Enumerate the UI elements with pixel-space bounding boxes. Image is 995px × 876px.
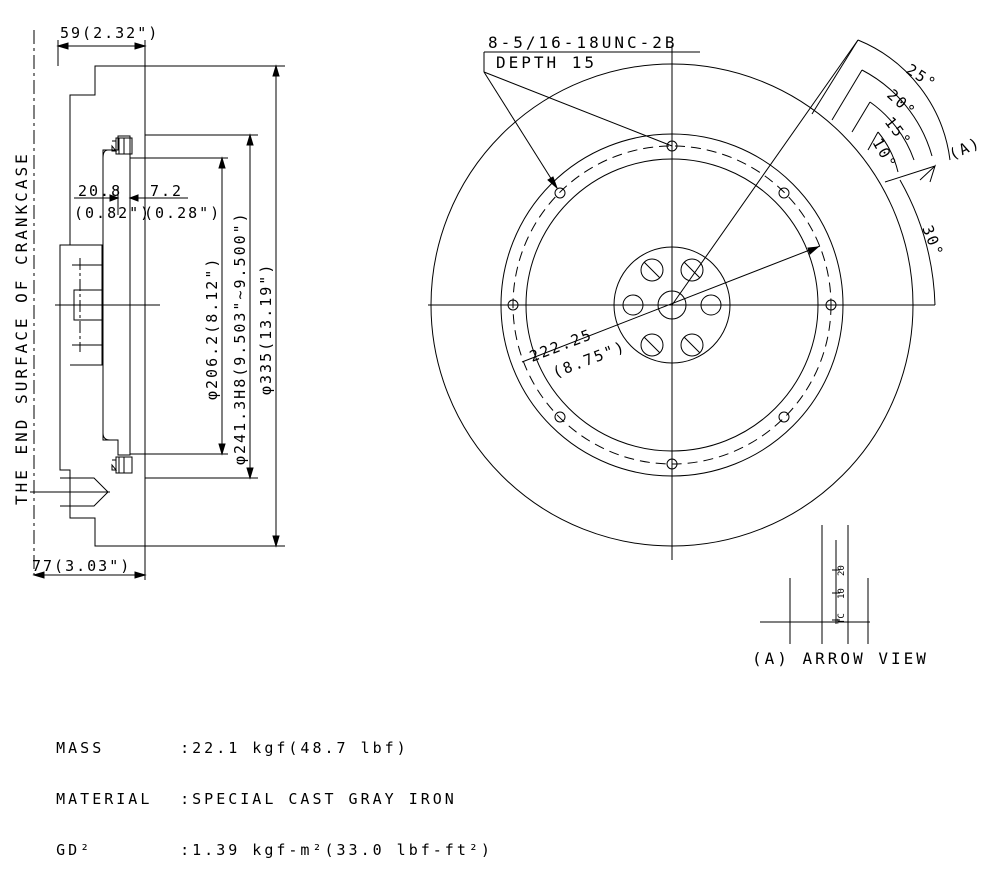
hub-hole-hatch — [643, 261, 701, 354]
material-row: MATERIAL :SPECIAL CAST GRAY IRON — [8, 774, 493, 825]
mass-key: MASS — [56, 739, 105, 757]
hub-hole — [640, 333, 664, 357]
front-view — [428, 39, 951, 560]
hub-outline — [613, 246, 731, 364]
angle-ray-10 — [867, 131, 879, 151]
tick-tc-label: TC — [837, 613, 847, 624]
depth-label: DEPTH 15 — [496, 53, 597, 72]
dia206-label: φ206.2(8.12") — [203, 257, 221, 400]
tick-10-label: 10 — [837, 588, 847, 599]
dia335-label: φ335(13.19") — [257, 263, 275, 395]
gd2-row: GD² :1.39 kgf-m²(33.0 lbf-ft²) — [8, 825, 493, 876]
pcd-arrow — [807, 246, 820, 255]
hub-hole — [680, 333, 704, 357]
angle-arc-25 — [857, 39, 951, 161]
bolt-hole — [666, 458, 678, 470]
angle-ray-20 — [831, 69, 863, 121]
crankcase-label: THE END SURFACE OF CRANKCASE — [12, 151, 31, 505]
angle-ray-15 — [851, 101, 871, 133]
hub-hole — [680, 258, 704, 282]
dim-bot-arrows — [32, 571, 147, 579]
dim-7-2-label: 7.2 — [150, 182, 183, 200]
thread-leader-arrow1 — [483, 71, 558, 189]
dim-20-8-label: 20.8 — [78, 182, 122, 200]
arrow-a-line — [884, 165, 936, 183]
bolt-hole — [666, 140, 678, 152]
angle-arc-15 — [869, 101, 915, 161]
hub-hole — [640, 258, 664, 282]
bolt-hole — [507, 299, 519, 311]
pcd-leader — [521, 245, 821, 363]
bolt-hole — [825, 299, 837, 311]
hub-hole — [700, 294, 722, 316]
dim-7-2-inch-label: (0.28") — [144, 204, 221, 222]
dia206-arrows — [218, 156, 226, 456]
angle-30-label: 30° — [918, 223, 947, 260]
thread-spec-label: 8-5/16-18UNC-2B — [488, 33, 678, 52]
material-key: MATERIAL — [56, 790, 153, 808]
arrow-marker-label: (A) — [946, 133, 984, 163]
dim-top-label: 59(2.32") — [60, 24, 159, 42]
top-bolt — [111, 137, 133, 155]
angle-25-label: 25° — [903, 60, 941, 93]
recess-fillets — [102, 149, 111, 441]
arrow-view-label: (A) ARROW VIEW — [752, 649, 929, 668]
angle-arc-10 — [877, 131, 899, 173]
bolt-holes — [507, 140, 837, 470]
bolt-hole — [778, 411, 790, 423]
arrow-a-head — [919, 164, 937, 183]
spec-block: MASS :22.1 kgf(48.7 lbf) MATERIAL :SPECIAL… — [8, 723, 493, 876]
hub-hole — [622, 294, 644, 316]
angle-ray-25 — [671, 39, 859, 306]
material-value: :SPECIAL CAST GRAY IRON — [180, 790, 457, 808]
angle-arc-20 — [861, 69, 933, 157]
mass-row: MASS :22.1 kgf(48.7 lbf) — [8, 723, 493, 774]
dia335-arrows — [272, 64, 280, 548]
thread-leader-arrow2 — [483, 71, 673, 147]
bolt-hole — [554, 411, 566, 423]
gd2-value: :1.39 kgf-m²(33.0 lbf-ft²) — [180, 841, 493, 859]
dim-bottom-label: 77(3.03") — [32, 557, 131, 575]
dim-20-8-inch-label: (0.82") — [74, 204, 151, 222]
technical-drawing: 59(2.32") 77(3.03") 20.8 (0.82") 7.2 (0.… — [12, 24, 984, 668]
tick-20-label: 20 — [837, 565, 847, 576]
gd2-key: GD² — [56, 841, 93, 859]
mass-value: :22.1 kgf(48.7 lbf) — [180, 739, 409, 757]
bolt-hole — [778, 187, 790, 199]
bottom-bolt — [111, 456, 133, 474]
angle-20-label: 20° — [883, 86, 920, 122]
side-view — [30, 30, 285, 580]
arrow-view — [760, 525, 870, 644]
angle-ray-25b — [811, 39, 859, 115]
inner-recess — [102, 135, 131, 456]
thread-arrow-head — [547, 176, 558, 189]
dia241-arrows — [246, 133, 254, 480]
dim-top-arrows — [56, 42, 147, 50]
dia241-label: φ241.3H8(9.503"~9.500") — [231, 211, 249, 465]
bolt-hole — [554, 187, 566, 199]
hub-center — [657, 290, 687, 320]
hub-lines — [72, 264, 102, 346]
angle-arc-30 — [899, 179, 936, 306]
